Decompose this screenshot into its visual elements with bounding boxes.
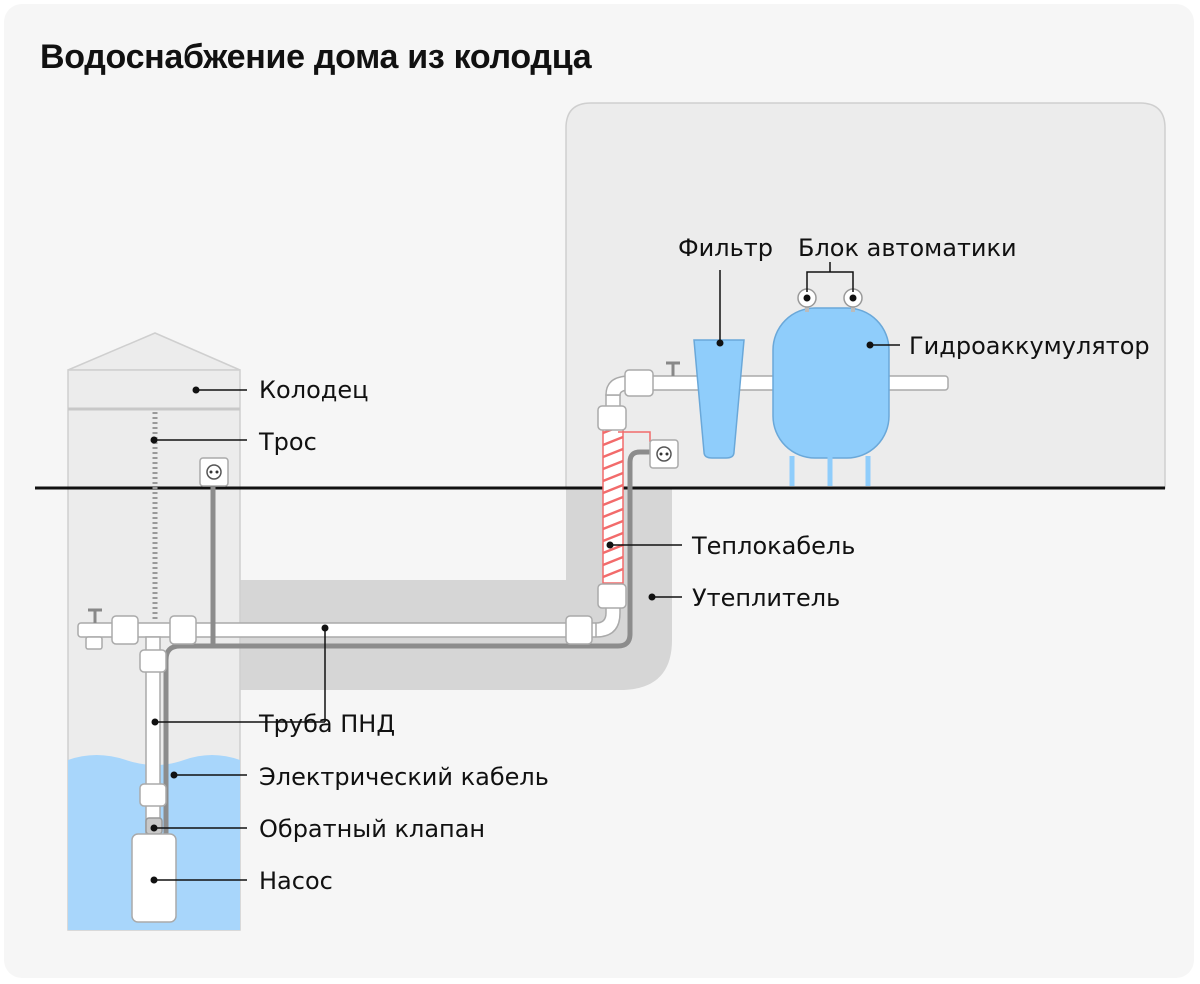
- label-filter: Фильтр: [678, 234, 773, 262]
- insulation-trench: [240, 488, 672, 690]
- label-valve: Обратный клапан: [259, 815, 485, 843]
- label-pump: Насос: [259, 867, 333, 895]
- house-tap: [666, 361, 680, 376]
- label-heat-cable: Теплокабель: [691, 532, 855, 560]
- label-automation: Блок автоматики: [798, 234, 1017, 262]
- label-well: Колодец: [259, 376, 368, 404]
- leaders: [154, 262, 900, 881]
- well-socket: [199, 457, 229, 487]
- well-tap: [88, 608, 102, 623]
- page-title: Водоснабжение дома из колодца: [40, 38, 592, 76]
- pipe-fittings: [85, 369, 654, 807]
- house-socket: [649, 439, 679, 469]
- label-rope: Трос: [258, 428, 317, 456]
- label-pipe: Труба ПНД: [258, 710, 395, 738]
- label-accumulator: Гидроаккумулятор: [909, 332, 1150, 360]
- label-cable: Электрический кабель: [259, 763, 549, 791]
- leader-dots: [150, 294, 874, 884]
- label-insulation: Утеплитель: [692, 584, 840, 612]
- filter: [693, 339, 745, 459]
- electric-cable: [163, 449, 650, 840]
- hydro-accumulator: [772, 288, 890, 486]
